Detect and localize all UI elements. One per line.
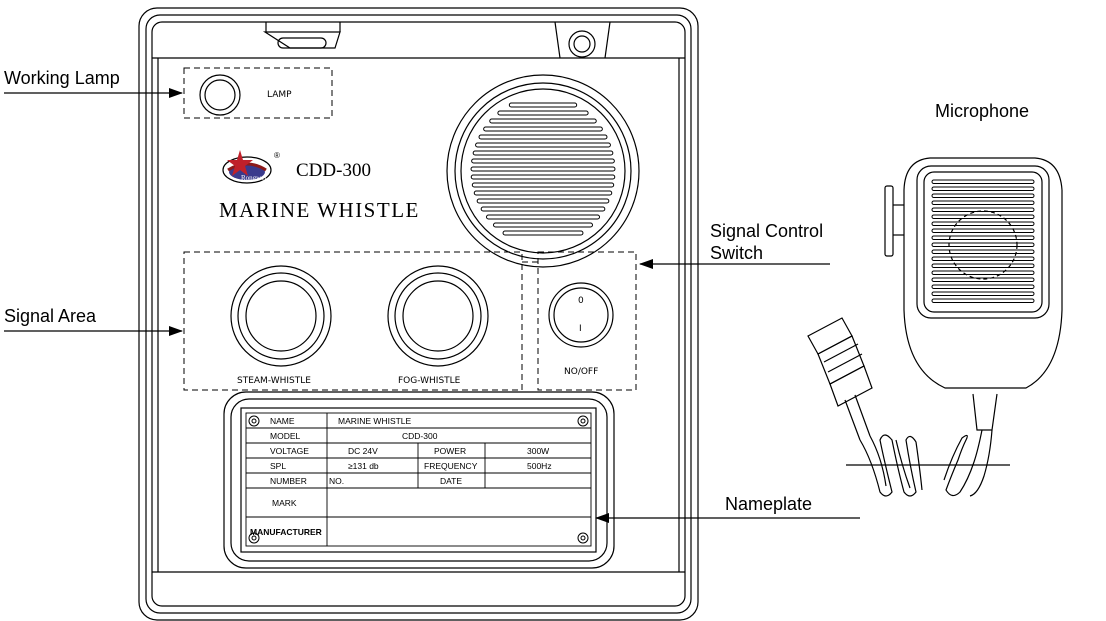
microphone-connector-icon: [807, 317, 873, 441]
nameplate-power-label: POWER: [434, 446, 466, 456]
switch-label: NO/OFF: [564, 367, 598, 377]
nameplate-power-value: 300W: [527, 446, 549, 456]
nameplate-date-label: DATE: [440, 476, 462, 486]
speaker-slot: [480, 206, 606, 212]
speaker-slot: [489, 118, 597, 124]
mic-slot: [931, 249, 1035, 254]
top-mount-slot: [262, 22, 341, 49]
nameplate-model-label: MODEL: [270, 431, 301, 441]
speaker-slot: [473, 190, 613, 196]
fog-whistle-label: FOG-WHISTLE: [398, 376, 461, 386]
nameplate-name-value: MARINE WHISTLE: [338, 416, 412, 426]
callout-nameplate: Nameplate: [725, 494, 812, 514]
mic-slot: [931, 242, 1035, 247]
mic-slot: [931, 207, 1035, 212]
speaker-grille: [446, 74, 640, 268]
microphone-grille-slots: [931, 179, 1035, 303]
mic-slot: [931, 186, 1035, 191]
microphone-icon: [884, 157, 1063, 431]
switch-off-mark: I: [579, 324, 582, 334]
registered-mark: ®: [274, 151, 280, 160]
mic-slot: [931, 256, 1035, 261]
nameplate-voltage-value: DC 24V: [348, 446, 378, 456]
product-title: MARINE WHISTLE: [219, 198, 420, 222]
fog-whistle-button[interactable]: [387, 265, 489, 367]
callout-signal-area: Signal Area: [4, 306, 97, 326]
mic-slot: [931, 263, 1035, 268]
nameplate-frequency-label: FREQUENCY: [424, 461, 478, 471]
speaker-slot: [493, 222, 593, 228]
mic-slot: [931, 298, 1035, 303]
mic-slot: [931, 200, 1035, 205]
nameplate-screws: [248, 415, 589, 544]
mic-slot: [931, 179, 1035, 184]
nameplate-spl-label: SPL: [270, 461, 286, 471]
signal-area: [183, 251, 637, 391]
signal-control-switch[interactable]: [548, 282, 614, 348]
nameplate-table: [245, 412, 592, 547]
switch-on-mark: 0: [578, 296, 584, 306]
mic-slot: [931, 235, 1035, 240]
mic-slot: [931, 270, 1035, 275]
mic-slot: [931, 221, 1035, 226]
steam-whistle-label: STEAM-WHISTLE: [237, 376, 311, 386]
mic-slot: [931, 291, 1035, 296]
speaker-slot: [486, 214, 600, 220]
speaker-slot: [470, 174, 616, 180]
speaker-slot: [476, 198, 610, 204]
speaker-slots: [470, 102, 616, 236]
working-lamp-icon: [199, 74, 241, 116]
callout-microphone: Microphone: [935, 101, 1029, 121]
nameplate-spl-value: ≥131 db: [348, 461, 379, 471]
speaker-slot: [475, 142, 611, 148]
nameplate-manufacturer-label: MANUFACTURER: [250, 527, 322, 537]
speaker-slot: [471, 158, 615, 164]
speaker-slot: [472, 150, 614, 156]
mic-slot: [931, 277, 1035, 282]
steam-whistle-button[interactable]: [230, 265, 332, 367]
callout-signal-control-switch-line1: Signal Control: [710, 221, 823, 241]
mic-slot: [931, 284, 1035, 289]
speaker-slot: [478, 134, 608, 140]
nameplate-frame: [223, 391, 615, 569]
model-title: CDD-300: [296, 160, 371, 181]
speaker-slot: [470, 166, 616, 172]
speaker-slot: [502, 230, 584, 236]
callout-leaders: [4, 88, 860, 523]
top-bolt-icon: [554, 21, 611, 59]
speaker-slot: [497, 110, 589, 116]
speaker-slot: [471, 182, 615, 188]
logo-text: Rongwei: [241, 174, 266, 182]
speaker-slot: [508, 102, 578, 108]
mic-slot: [931, 193, 1035, 198]
callout-signal-control-switch-line2: Switch: [710, 243, 763, 263]
nameplate-model-value: CDD-300: [402, 431, 438, 441]
whistle-housing: [138, 7, 699, 621]
lamp-label: LAMP: [267, 90, 292, 100]
callout-working-lamp: Working Lamp: [4, 68, 120, 88]
nameplate-mark-label: MARK: [272, 498, 297, 508]
lamp-area: [183, 67, 333, 119]
nameplate-frequency-value: 500Hz: [527, 461, 552, 471]
speaker-slot: [483, 126, 603, 132]
microphone-coiled-cord: [846, 429, 1010, 497]
mic-slot: [931, 228, 1035, 233]
nameplate-number-value: NO.: [329, 476, 344, 486]
brand-logo: Rongwei: [222, 150, 272, 184]
mic-slot: [931, 214, 1035, 219]
nameplate-number-label: NUMBER: [270, 476, 307, 486]
nameplate-name-label: NAME: [270, 416, 295, 426]
nameplate-voltage-label: VOLTAGE: [270, 446, 309, 456]
